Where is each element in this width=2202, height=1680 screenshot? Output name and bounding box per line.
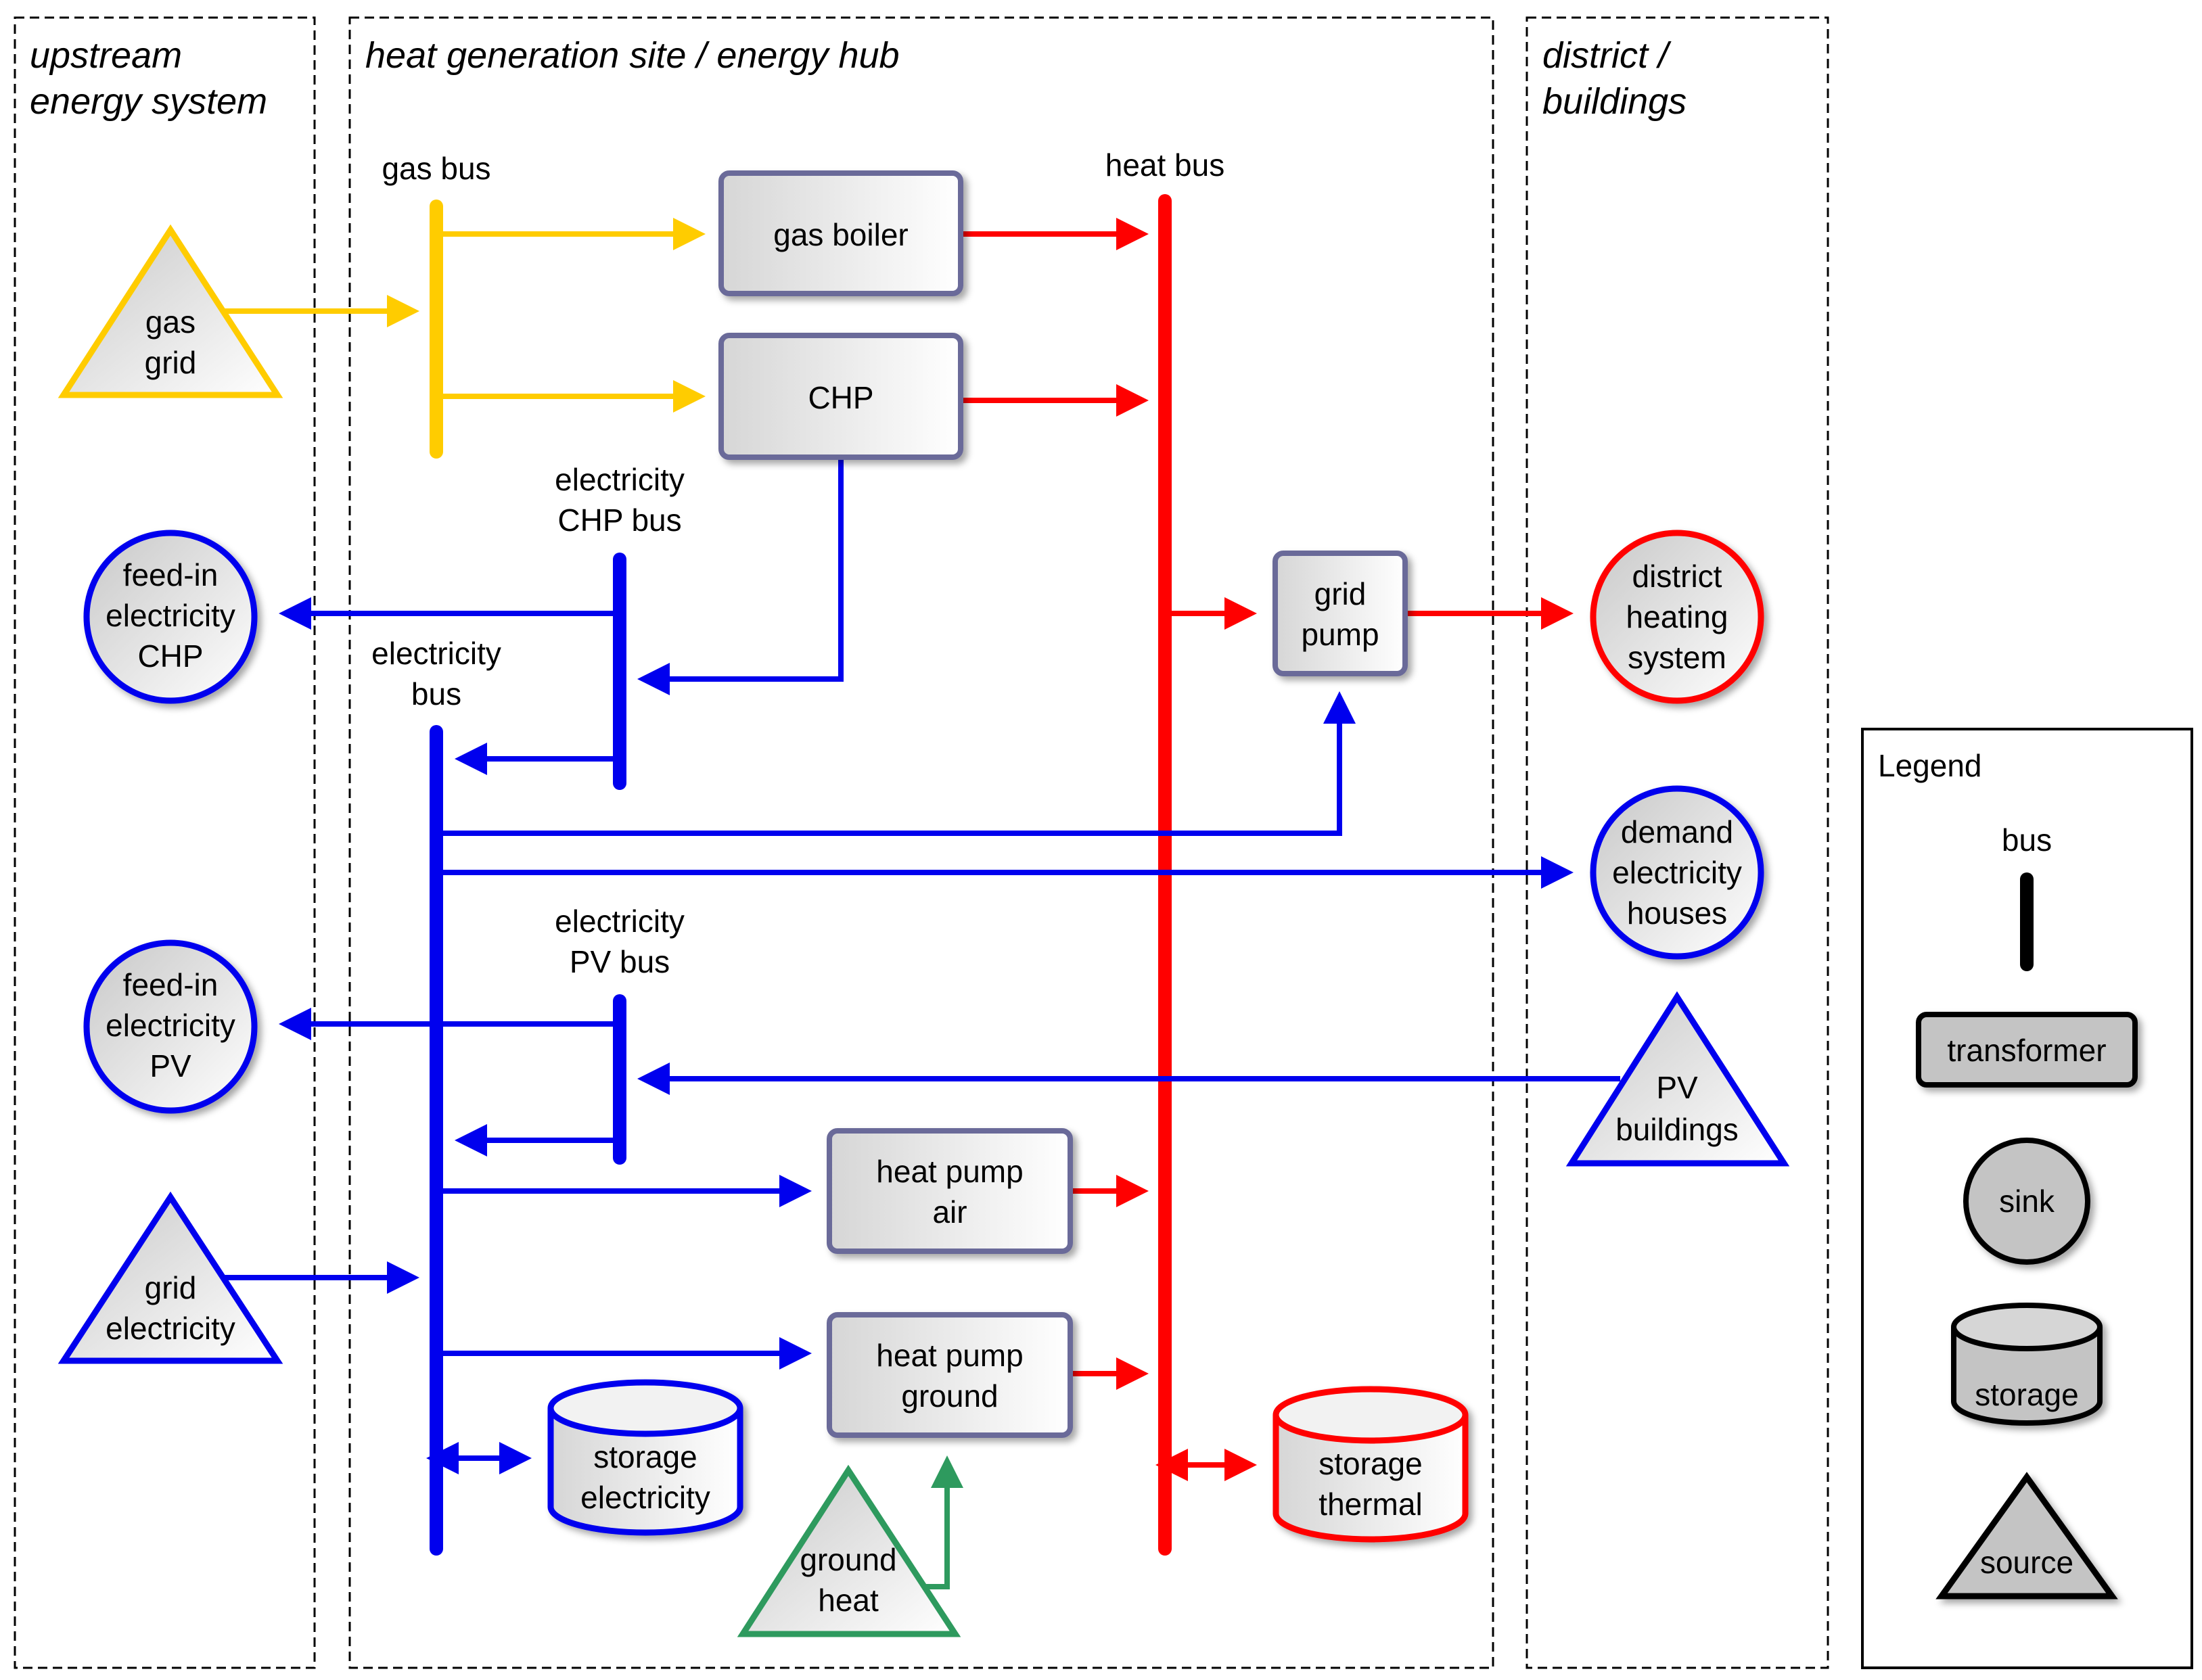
- gas-grid-label: gas grid: [145, 304, 197, 380]
- legend-source: source: [1935, 1472, 2118, 1600]
- text-line: gas bus: [382, 151, 490, 186]
- text-line: storage: [1318, 1446, 1422, 1481]
- text-line: PV: [1656, 1070, 1698, 1105]
- source-pv-buildings: PV buildings: [1565, 991, 1790, 1167]
- heat-pump-ground-label: heat pump ground: [876, 1338, 1023, 1414]
- heat-bus-label: heat bus: [1105, 147, 1224, 183]
- region-hub: [348, 16, 1494, 1669]
- text-line: grid: [1314, 576, 1367, 611]
- region-upstream-title: upstream energy system: [30, 35, 267, 122]
- source-ground-heat: ground heat: [737, 1464, 961, 1637]
- text-line: storage: [593, 1439, 697, 1474]
- text-line: bus: [411, 676, 461, 711]
- gas-boiler-label: gas boiler: [773, 217, 908, 252]
- legend-sink-label: sink: [1999, 1184, 2055, 1219]
- source-gas-grid: gas grid: [58, 224, 283, 398]
- chp-label: CHP: [808, 380, 873, 415]
- region-district-title: district / buildings: [1542, 35, 1687, 122]
- text-line: electricity: [106, 1311, 235, 1346]
- grid-pump-label: grid pump: [1301, 576, 1379, 652]
- transformer-gas-boiler: gas boiler: [718, 170, 963, 296]
- text-line: grid: [145, 1270, 197, 1305]
- legend-storage-label: storage: [1975, 1377, 2078, 1412]
- ground-heat-label: ground heat: [800, 1542, 896, 1618]
- text-line: electricity: [580, 1480, 710, 1515]
- text-line: PV: [150, 1048, 191, 1083]
- text-line: ground: [800, 1542, 896, 1577]
- text-line: heat pump: [876, 1154, 1023, 1189]
- text-line: electricity: [555, 462, 685, 497]
- demand-electricity-label: demand electricity houses: [1612, 814, 1742, 931]
- text-line: CHP bus: [557, 503, 681, 538]
- text-line: electricity: [106, 1008, 235, 1043]
- storage-electricity: storage electricity: [547, 1379, 743, 1536]
- sink-district-heating: district heating system: [1590, 530, 1764, 704]
- text-line: heat generation site / energy hub: [365, 35, 900, 76]
- text-line: feed-in: [123, 557, 219, 592]
- text-line: thermal: [1318, 1487, 1422, 1522]
- region-upstream: [14, 16, 316, 1669]
- text-line: electricity: [1612, 855, 1742, 890]
- region-district: [1526, 16, 1829, 1669]
- text-line: CHP: [808, 380, 873, 415]
- text-line: district /: [1542, 35, 1672, 76]
- text-line: feed-in: [123, 967, 219, 1002]
- transformer-heat-pump-ground: heat pump ground: [827, 1312, 1073, 1438]
- text-line: heating: [1626, 599, 1728, 634]
- gas-bus-label: gas bus: [382, 151, 490, 186]
- text-line: buildings: [1542, 81, 1687, 122]
- text-line: electricity: [555, 904, 685, 939]
- text-line: demand: [1621, 814, 1733, 849]
- text-line: district: [1632, 559, 1722, 594]
- legend-sink: sink: [1963, 1138, 2090, 1265]
- text-line: heat pump: [876, 1338, 1023, 1373]
- text-line: gas boiler: [773, 217, 908, 252]
- region-hub-title: heat generation site / energy hub: [365, 35, 900, 76]
- text-line: air: [932, 1194, 967, 1230]
- text-line: electricity: [106, 598, 235, 633]
- sink-demand-electricity: demand electricity houses: [1590, 785, 1764, 960]
- text-line: electricity: [371, 636, 501, 671]
- text-line: pump: [1301, 617, 1379, 652]
- electricity-pv-bus-label: electricity PV bus: [555, 904, 685, 979]
- text-line: upstream: [30, 35, 182, 76]
- transformer-heat-pump-air: heat pump air: [827, 1128, 1073, 1254]
- text-line: grid: [145, 345, 197, 380]
- text-line: heat: [818, 1583, 879, 1618]
- transformer-chp: CHP: [718, 333, 963, 460]
- storage-thermal-label: storage thermal: [1318, 1446, 1422, 1522]
- text-line: heat bus: [1105, 147, 1224, 183]
- text-line: gas: [145, 304, 196, 340]
- flow-elecbus-gridpump: [443, 691, 1356, 836]
- grid-electricity-label: grid electricity: [106, 1270, 235, 1346]
- legend-transformer-label: transformer: [1947, 1033, 2106, 1068]
- flow-chp-elecchpbus: [637, 457, 844, 695]
- storage-electricity-label: storage electricity: [580, 1439, 710, 1515]
- text-line: houses: [1627, 895, 1727, 931]
- text-line: buildings: [1615, 1112, 1739, 1147]
- pv-buildings-label: PV buildings: [1615, 1070, 1739, 1147]
- legend-storage: storage: [1951, 1303, 2103, 1426]
- text-line: PV bus: [570, 944, 670, 979]
- legend-source-label: source: [1980, 1545, 2073, 1580]
- text-line: CHP: [137, 638, 203, 674]
- storage-thermal: storage thermal: [1272, 1386, 1469, 1543]
- text-line: system: [1628, 640, 1726, 675]
- legend-title: Legend: [1878, 748, 1982, 783]
- text-line: ground: [901, 1378, 998, 1414]
- legend-transformer: transformer: [1916, 1012, 2138, 1088]
- electricity-bus-label: electricity bus: [371, 636, 501, 711]
- district-heating-label: district heating system: [1626, 559, 1728, 675]
- heat-pump-air-label: heat pump air: [876, 1154, 1023, 1230]
- text-line: energy system: [30, 81, 267, 122]
- legend-bus-label: bus: [2002, 822, 2052, 858]
- transformer-grid-pump: grid pump: [1272, 551, 1408, 676]
- source-grid-electricity: grid electricity: [58, 1191, 283, 1364]
